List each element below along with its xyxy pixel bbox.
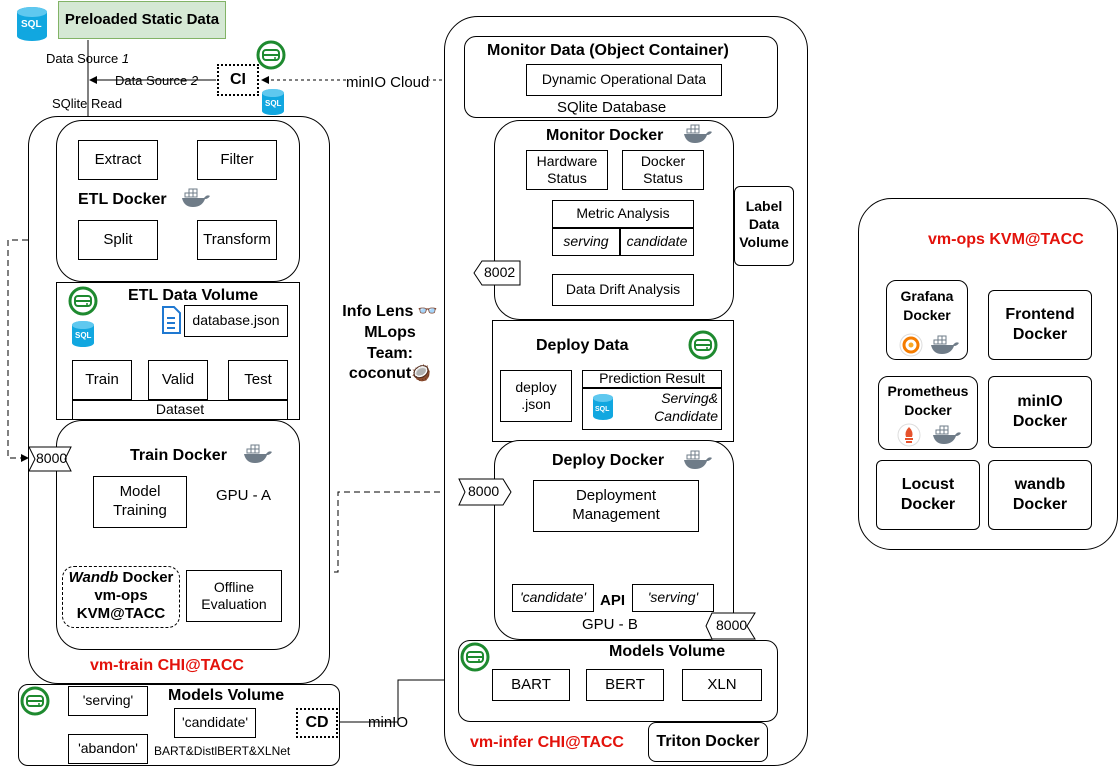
bart-box: BART bbox=[492, 669, 570, 701]
test-box: Test bbox=[228, 360, 288, 400]
vm-ops-title: vm-ops KVM@TACC bbox=[928, 231, 1084, 248]
metric-analysis-box: Metric Analysis bbox=[552, 200, 694, 228]
sql-icon-etl: SQL bbox=[71, 320, 95, 348]
dataset-box: Dataset bbox=[72, 400, 288, 420]
gpu-b-label: GPU - B bbox=[582, 616, 638, 634]
sqlite-database-label: SQlite Database bbox=[557, 99, 667, 116]
database-json-box: database.json bbox=[184, 305, 288, 337]
train-docker-title: Train Docker bbox=[130, 447, 227, 464]
offline-evaluation-box: Offline Evaluation bbox=[186, 570, 282, 622]
svg-text:SQL: SQL bbox=[595, 406, 610, 413]
serving-api-box: 'serving' bbox=[632, 584, 714, 612]
hardware-status-box: Hardware Status bbox=[526, 150, 608, 190]
deploy-port-8000-left: 8000 bbox=[458, 478, 512, 506]
extract-box: Extract bbox=[78, 140, 158, 180]
dynamic-operational-data-box: Dynamic Operational Data bbox=[526, 64, 722, 96]
candidate-api-box: 'candidate' bbox=[512, 584, 594, 612]
xln-box: XLN bbox=[682, 669, 762, 701]
models-volume-right-title: Models Volume bbox=[609, 643, 726, 660]
grafana-icon bbox=[899, 333, 923, 357]
deploy-data-title: Deploy Data bbox=[536, 337, 629, 354]
deploy-json-box: deploy .json bbox=[500, 370, 572, 422]
api-label: API bbox=[600, 592, 626, 609]
wandb-docker-box: Wandb Docker vm-ops KVM@TACC bbox=[62, 566, 180, 628]
file-icon bbox=[161, 306, 181, 336]
docker-icon bbox=[682, 450, 712, 470]
prometheus-icon bbox=[897, 423, 921, 447]
model-training-box: Model Training bbox=[93, 476, 187, 528]
wandb-docker-box-ops: wandb Docker bbox=[988, 460, 1092, 530]
deploy-docker-title: Deploy Docker bbox=[552, 452, 665, 469]
valid-box: Valid bbox=[148, 360, 208, 400]
label-data-volume-box: Label Data Volume bbox=[734, 186, 794, 266]
serving-candidate-label: Serving& Candidate bbox=[654, 390, 718, 425]
docker-icon bbox=[929, 335, 959, 355]
prediction-result-box: Prediction Result bbox=[582, 370, 722, 388]
filter-box: Filter bbox=[197, 140, 277, 180]
preloaded-static-data: Preloaded Static Data bbox=[58, 1, 226, 39]
team-info: Info Lens 👓 MLops Team: coconut🥥 bbox=[342, 303, 438, 383]
eval-deploy-dashed-arrow bbox=[284, 488, 457, 573]
docker-icon bbox=[931, 425, 961, 445]
ci-box: CI bbox=[217, 64, 259, 96]
docker-icon bbox=[682, 124, 712, 144]
metric-candidate-cell: candidate bbox=[620, 228, 694, 256]
deploy-port-8000-right: 8000 bbox=[704, 612, 756, 640]
svg-text:SQL: SQL bbox=[75, 331, 92, 340]
etl-data-volume-title: ETL Data Volume bbox=[128, 287, 259, 304]
monitor-port-8002: 8002 bbox=[472, 260, 522, 286]
models-list-label: BART&DistlBERT&XLNet bbox=[154, 744, 291, 758]
etl-docker-title: ETL Docker bbox=[78, 191, 167, 208]
candidate-box-left: 'candidate' bbox=[174, 708, 256, 738]
grafana-docker-box: Grafana Docker bbox=[886, 280, 968, 360]
sql-icon-top: SQL bbox=[16, 6, 48, 42]
bert-box: BERT bbox=[586, 669, 664, 701]
train-box: Train bbox=[72, 360, 132, 400]
minio-label: minIO bbox=[368, 714, 409, 731]
data-source-1-label: Data Source 1 bbox=[46, 51, 130, 66]
cd-models-arrow bbox=[338, 676, 457, 723]
gpu-a-label: GPU - A bbox=[216, 487, 272, 504]
metric-serving-cell: serving bbox=[552, 228, 620, 256]
models-volume-right-icon bbox=[460, 642, 490, 672]
deployment-management-box: Deployment Management bbox=[533, 480, 699, 532]
monitor-docker-title: Monitor Docker bbox=[546, 127, 664, 144]
etl-volume-icon bbox=[68, 286, 98, 316]
data-drift-analysis-box: Data Drift Analysis bbox=[552, 274, 694, 306]
vm-train-label: vm-train CHI@TACC bbox=[90, 657, 244, 674]
minio-cloud-label: minIO Cloud bbox=[346, 74, 430, 92]
deploy-data-volume-icon bbox=[688, 330, 718, 360]
vm-infer-label: vm-infer CHI@TACC bbox=[470, 734, 624, 751]
abandon-box: 'abandon' bbox=[68, 734, 148, 764]
docker-status-box: Docker Status bbox=[622, 150, 704, 190]
locust-docker-box: Locust Docker bbox=[876, 460, 980, 530]
frontend-docker-box: Frontend Docker bbox=[988, 290, 1092, 360]
triton-docker-box: Triton Docker bbox=[648, 722, 768, 762]
minio-docker-box: minIO Docker bbox=[988, 376, 1092, 448]
models-volume-left-icon bbox=[20, 686, 50, 716]
monitor-data-title: Monitor Data (Object Container) bbox=[487, 42, 729, 59]
svg-text:SQL: SQL bbox=[265, 99, 282, 108]
sqlite-read-label: SQlite Read bbox=[52, 96, 123, 111]
train-port-8000: 8000 bbox=[28, 446, 78, 472]
ci-volume-icon bbox=[256, 40, 286, 70]
models-volume-left-title: Models Volume bbox=[168, 687, 285, 704]
docker-icon bbox=[180, 188, 210, 208]
transform-box: Transform bbox=[197, 220, 277, 260]
split-box: Split bbox=[78, 220, 158, 260]
docker-icon bbox=[242, 444, 272, 464]
serving-box-left: 'serving' bbox=[68, 686, 148, 716]
data-source-2-label: Data Source 2 bbox=[115, 73, 199, 88]
sql-icon-etl-top: SQL bbox=[261, 88, 285, 116]
cd-box: CD bbox=[296, 708, 338, 738]
prometheus-docker-box: Prometheus Docker bbox=[878, 376, 978, 450]
sql-icon-deploy: SQL bbox=[592, 393, 614, 421]
